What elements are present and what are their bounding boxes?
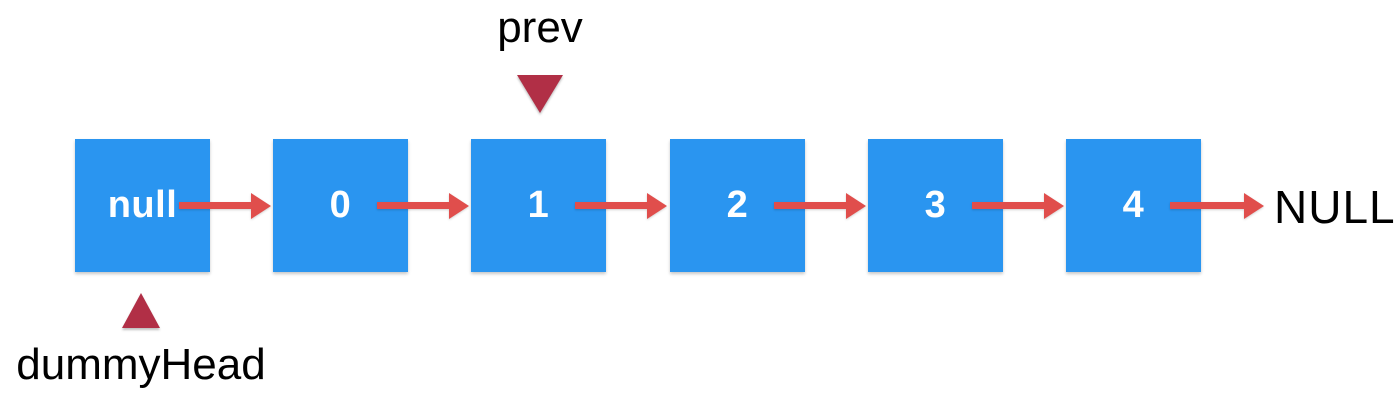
next-arrow-icon xyxy=(575,193,667,219)
node-label: 1 xyxy=(527,184,550,226)
next-arrow-icon xyxy=(179,193,271,219)
dummyhead-pointer-annotation: dummyHead xyxy=(1,293,281,388)
node-label: 2 xyxy=(726,184,749,226)
node-label: 0 xyxy=(329,184,352,226)
next-arrow-icon xyxy=(1170,193,1264,219)
prev-label: prev xyxy=(497,3,583,52)
null-terminator-label: NULL xyxy=(1274,181,1396,233)
next-arrow-icon xyxy=(774,193,866,219)
next-arrow-icon xyxy=(972,193,1064,219)
node-label: 4 xyxy=(1122,184,1145,226)
triangle-down-icon xyxy=(517,75,563,113)
dummyhead-label: dummyHead xyxy=(16,340,266,389)
triangle-up-icon xyxy=(122,293,160,328)
node-label: 3 xyxy=(924,184,947,226)
node-3: 3 xyxy=(868,139,1003,272)
next-arrow-icon xyxy=(377,193,469,219)
prev-pointer-annotation: prev xyxy=(485,4,595,113)
node-label: null xyxy=(107,184,178,226)
